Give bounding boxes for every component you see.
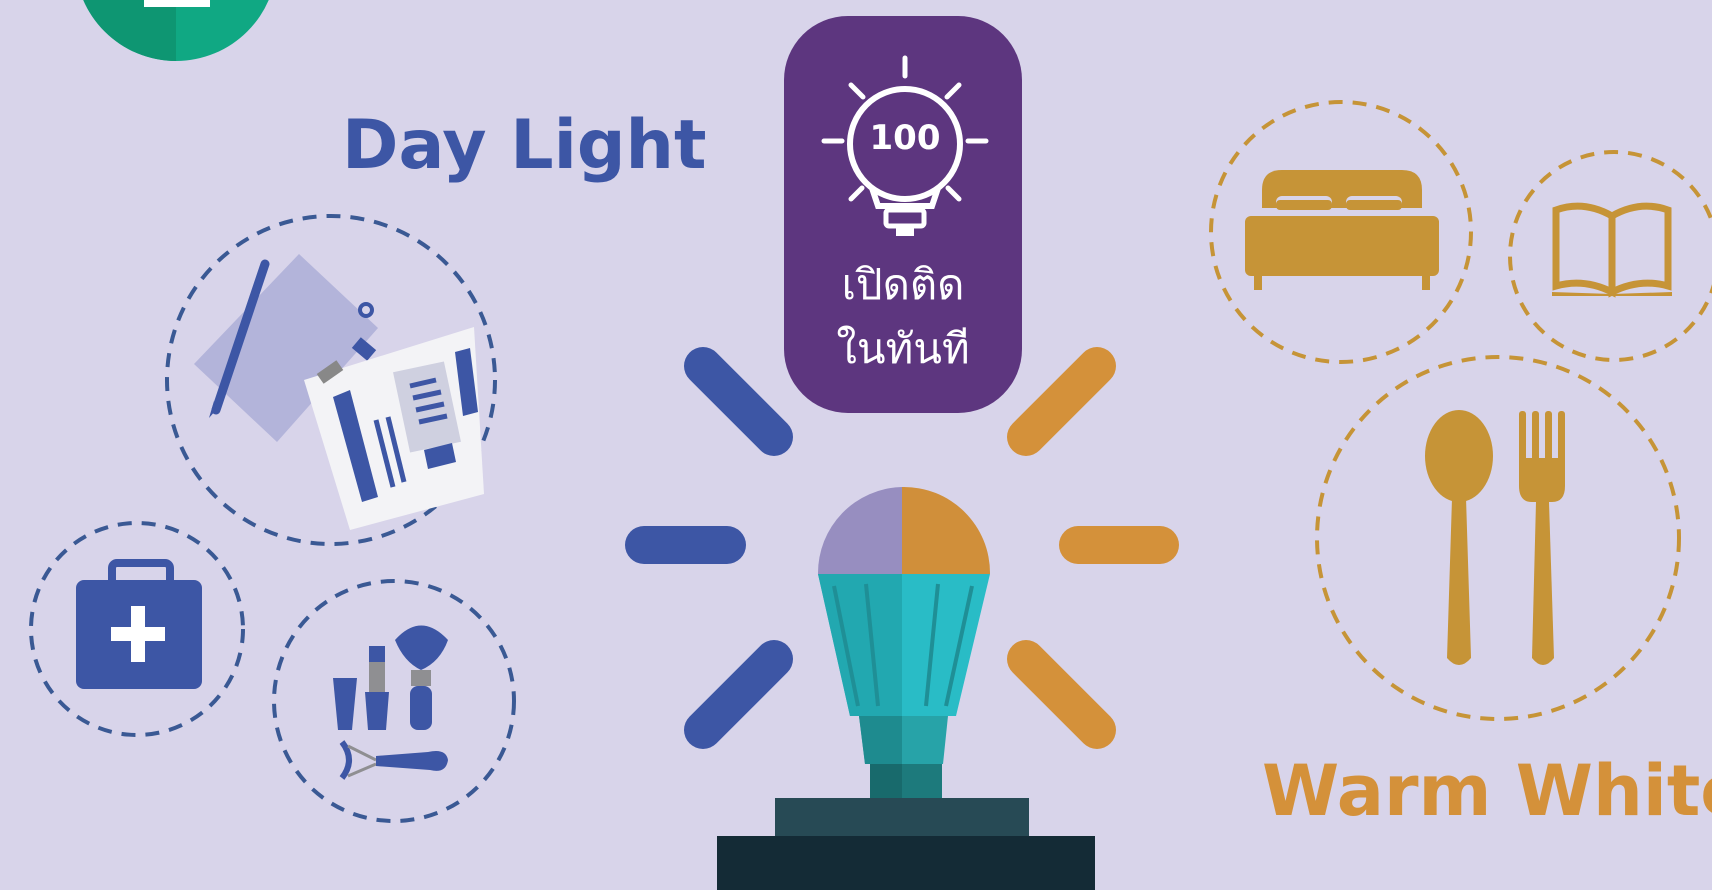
day-light-label: Day Light xyxy=(342,106,707,185)
badge-text-line2: ในทันที xyxy=(836,324,970,373)
documents-icon xyxy=(165,214,497,546)
instant-on-badge xyxy=(784,16,1022,413)
light-bulb-icon xyxy=(817,486,991,800)
bed-icon xyxy=(1209,100,1473,364)
first-aid-kit-icon xyxy=(29,521,245,737)
spoon-fork-icon xyxy=(1315,355,1681,721)
daylight-rays xyxy=(625,347,793,749)
warm-rays xyxy=(1007,347,1179,749)
makeup-icon xyxy=(272,579,516,823)
badge-number: 100 xyxy=(869,118,941,158)
badge-text-line1: เปิดติด xyxy=(841,260,965,309)
warm-white-label: Warm White xyxy=(1262,750,1712,832)
green-tab-icon xyxy=(83,0,269,61)
lamp-base-icon xyxy=(717,798,1095,890)
open-book-icon xyxy=(1508,150,1712,362)
